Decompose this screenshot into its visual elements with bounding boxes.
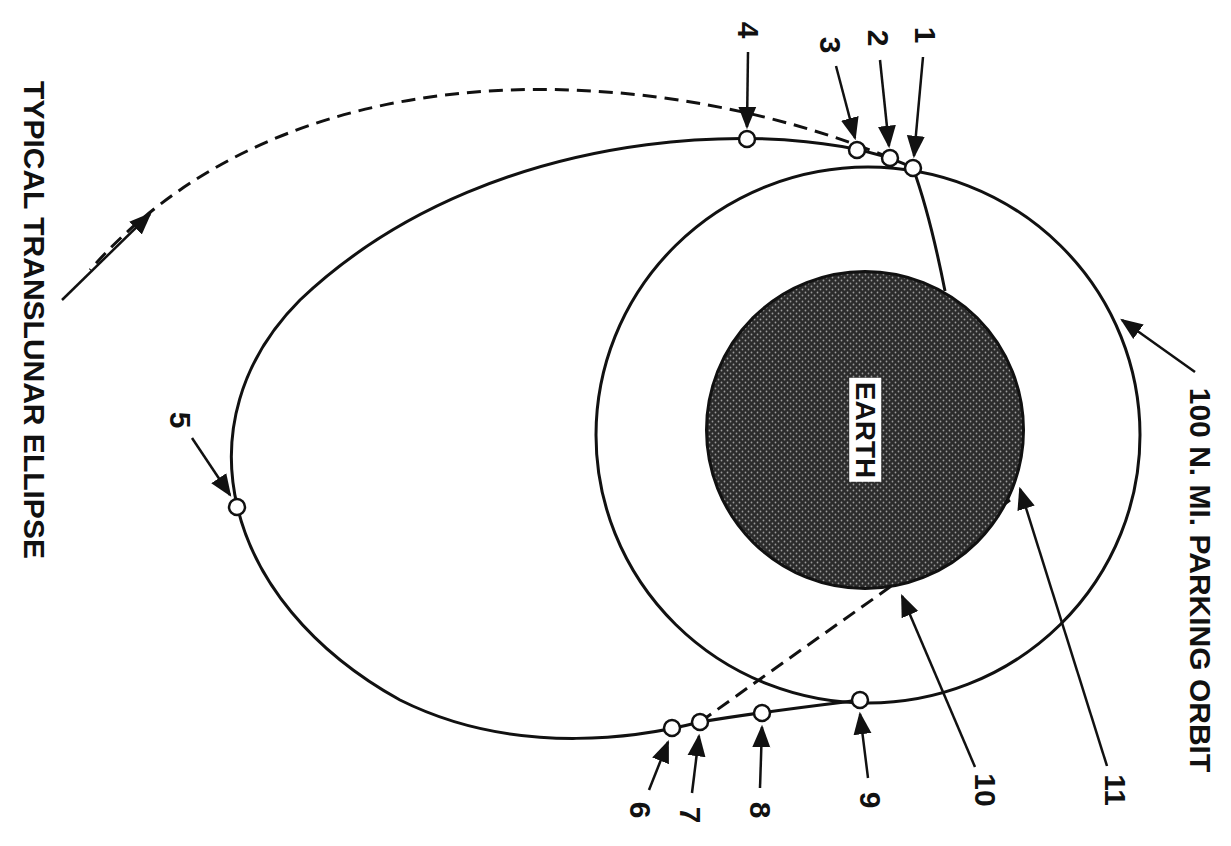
leader-line — [747, 52, 748, 127]
leader-line — [836, 66, 855, 138]
callout-number: 9 — [855, 792, 885, 809]
callout-number: 2 — [863, 30, 893, 47]
leader-line — [1020, 489, 1107, 766]
leader-line — [902, 596, 975, 767]
leader-lines — [62, 52, 1195, 793]
callout-number: 11 — [1100, 774, 1130, 806]
leader-line — [760, 727, 762, 788]
event-marker — [905, 160, 921, 176]
ascent-path — [913, 168, 945, 291]
callout-number: 10 — [970, 773, 1000, 806]
parking-orbit — [596, 167, 1140, 703]
leader-line — [692, 736, 699, 793]
translunar-ellipse — [90, 89, 890, 270]
earth-label: EARTH — [849, 378, 881, 482]
event-marker — [882, 150, 898, 166]
event-marker — [754, 705, 770, 721]
leader-line — [860, 714, 868, 778]
callout-number: 3 — [815, 37, 845, 54]
leader-line — [914, 57, 923, 156]
event-marker — [229, 499, 245, 515]
figure-label: 100 N. MI. PARKING ORBIT — [1185, 388, 1215, 773]
event-marker — [692, 714, 708, 730]
callout-number: 6 — [625, 802, 655, 819]
leader-line — [192, 438, 230, 495]
leader-line — [649, 742, 668, 790]
event-marker — [664, 720, 680, 736]
callout-number: 8 — [745, 802, 775, 819]
earth-globe: EARTH — [705, 270, 1025, 590]
event-marker — [739, 131, 755, 147]
leader-line — [880, 60, 889, 146]
leader-line — [1122, 320, 1195, 372]
leader-line — [62, 214, 150, 300]
callout-number: 4 — [733, 22, 763, 39]
event-marker — [849, 142, 865, 158]
figure-label: TYPICAL TRANSLUNAR ELLIPSE — [19, 81, 49, 559]
callout-number: 1 — [910, 27, 940, 44]
callout-number: 7 — [675, 807, 705, 824]
callout-number: 5 — [165, 412, 195, 429]
event-marker — [852, 692, 868, 708]
earth-disc — [707, 272, 1024, 589]
